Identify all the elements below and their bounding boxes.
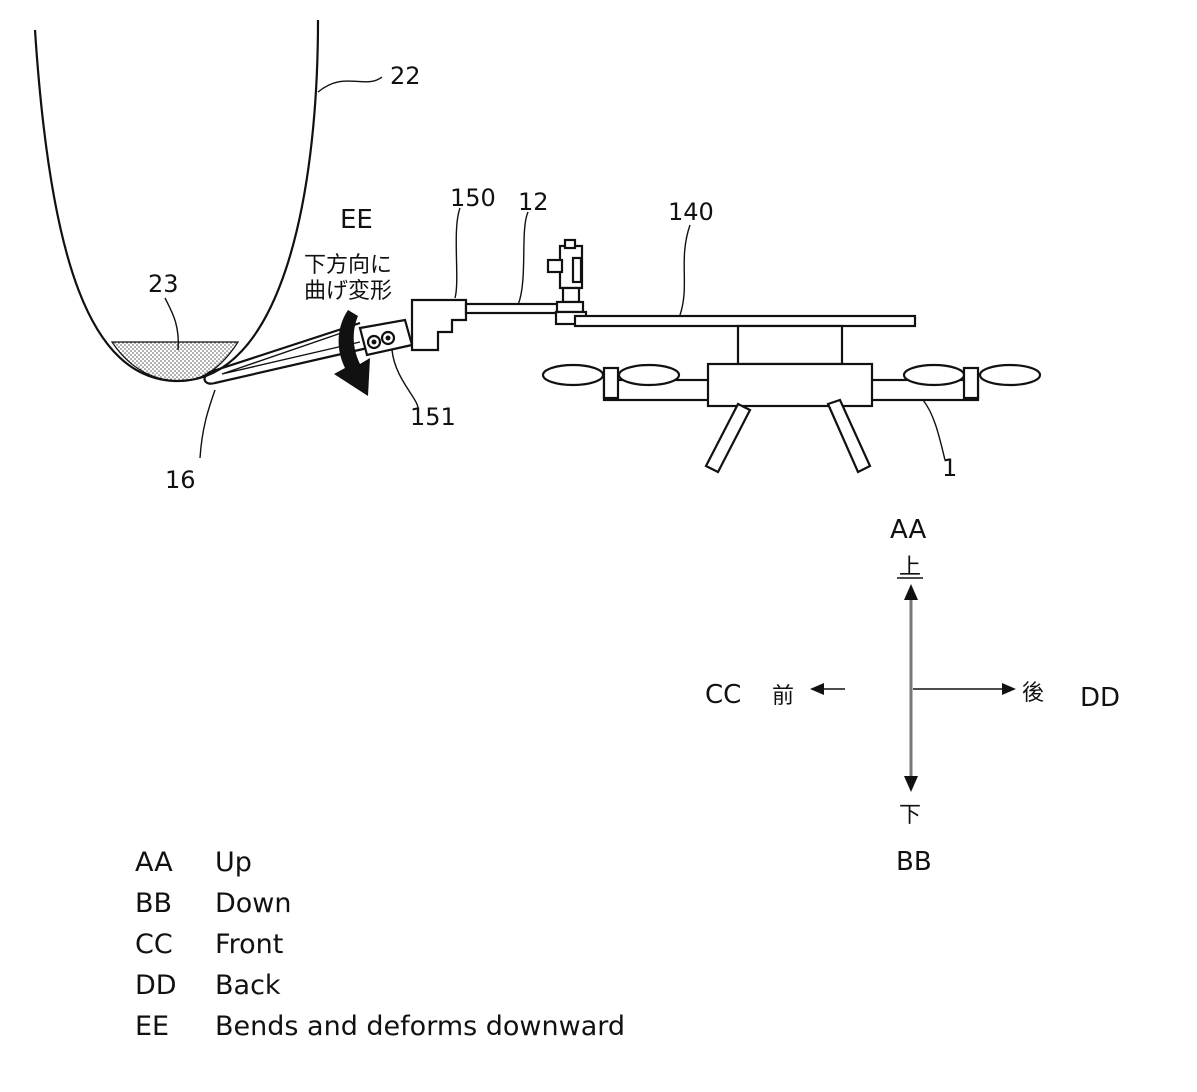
legend-row: AAUp xyxy=(135,842,625,883)
label-drone: 1 xyxy=(942,454,957,482)
leg-right xyxy=(828,400,870,472)
compass-back-arrow xyxy=(1002,683,1016,695)
leader-nozzle xyxy=(200,390,215,458)
label-joint: 151 xyxy=(410,403,456,431)
legend-code: AA xyxy=(135,847,215,878)
compass-up-jp: 上 xyxy=(899,555,921,580)
leader-gripper xyxy=(455,208,460,298)
compass-down-code: BB xyxy=(896,847,932,877)
compass-front-jp: 前 xyxy=(772,684,794,709)
legend-text: Down xyxy=(215,888,292,919)
leader-joint xyxy=(392,350,418,410)
label-nozzle: 16 xyxy=(165,466,196,494)
propeller-left-outer xyxy=(543,365,603,385)
arm xyxy=(466,304,564,313)
label-frame: 140 xyxy=(668,198,714,226)
label-tank: 22 xyxy=(390,62,421,90)
leader-arm xyxy=(518,212,528,305)
legend-row: BBDown xyxy=(135,883,625,924)
label-bend-code: EE xyxy=(340,205,373,235)
propeller-left-inner xyxy=(619,365,679,385)
compass-back-code: DD xyxy=(1080,683,1120,713)
tank-liquid xyxy=(112,342,238,381)
gripper-joint xyxy=(360,320,412,355)
legend-text: Bends and deforms downward xyxy=(215,1011,625,1042)
leader-drone xyxy=(923,400,945,460)
legend-row: EEBends and deforms downward xyxy=(135,1006,625,1047)
drone-body xyxy=(708,364,872,406)
legend-row: DDBack xyxy=(135,965,625,1006)
compass-up-code: AA xyxy=(890,515,927,545)
drone xyxy=(543,364,1040,472)
direction-compass: AA 上 下 BB CC 前 後 DD xyxy=(705,515,1120,877)
propeller-right-outer xyxy=(980,365,1040,385)
legend-code: BB xyxy=(135,888,215,919)
legend-row: CCFront xyxy=(135,924,625,965)
frame xyxy=(575,316,915,326)
frame-strut xyxy=(738,326,842,364)
label-arm: 12 xyxy=(518,188,549,216)
label-gripper: 150 xyxy=(450,184,496,212)
legend-code: EE xyxy=(135,1011,215,1042)
legend: AAUpBBDownCCFrontDDBackEEBends and defor… xyxy=(135,842,625,1047)
legend-code: CC xyxy=(135,929,215,960)
propeller-right-inner xyxy=(904,365,964,385)
compass-down-arrow xyxy=(904,776,918,792)
label-bend-jp-2: 曲げ変形 xyxy=(304,279,392,304)
label-liquid: 23 xyxy=(148,270,179,298)
label-bend-jp-1: 下方向に xyxy=(304,253,392,278)
motor-left xyxy=(604,368,618,398)
gripper-body xyxy=(412,300,466,350)
legend-code: DD xyxy=(135,970,215,1001)
legend-text: Back xyxy=(215,970,281,1001)
leg-left xyxy=(706,404,750,472)
compass-front-code: CC xyxy=(705,680,741,710)
compass-down-jp: 下 xyxy=(899,803,921,828)
compass-up-arrow xyxy=(904,584,918,600)
motor-right xyxy=(964,368,978,398)
legend-text: Up xyxy=(215,847,252,878)
compass-back-jp: 後 xyxy=(1022,681,1044,706)
bend-arrow xyxy=(334,310,370,396)
leader-frame xyxy=(680,225,690,315)
leader-tank xyxy=(318,77,382,92)
legend-text: Front xyxy=(215,929,283,960)
compass-front-arrow xyxy=(810,683,824,695)
